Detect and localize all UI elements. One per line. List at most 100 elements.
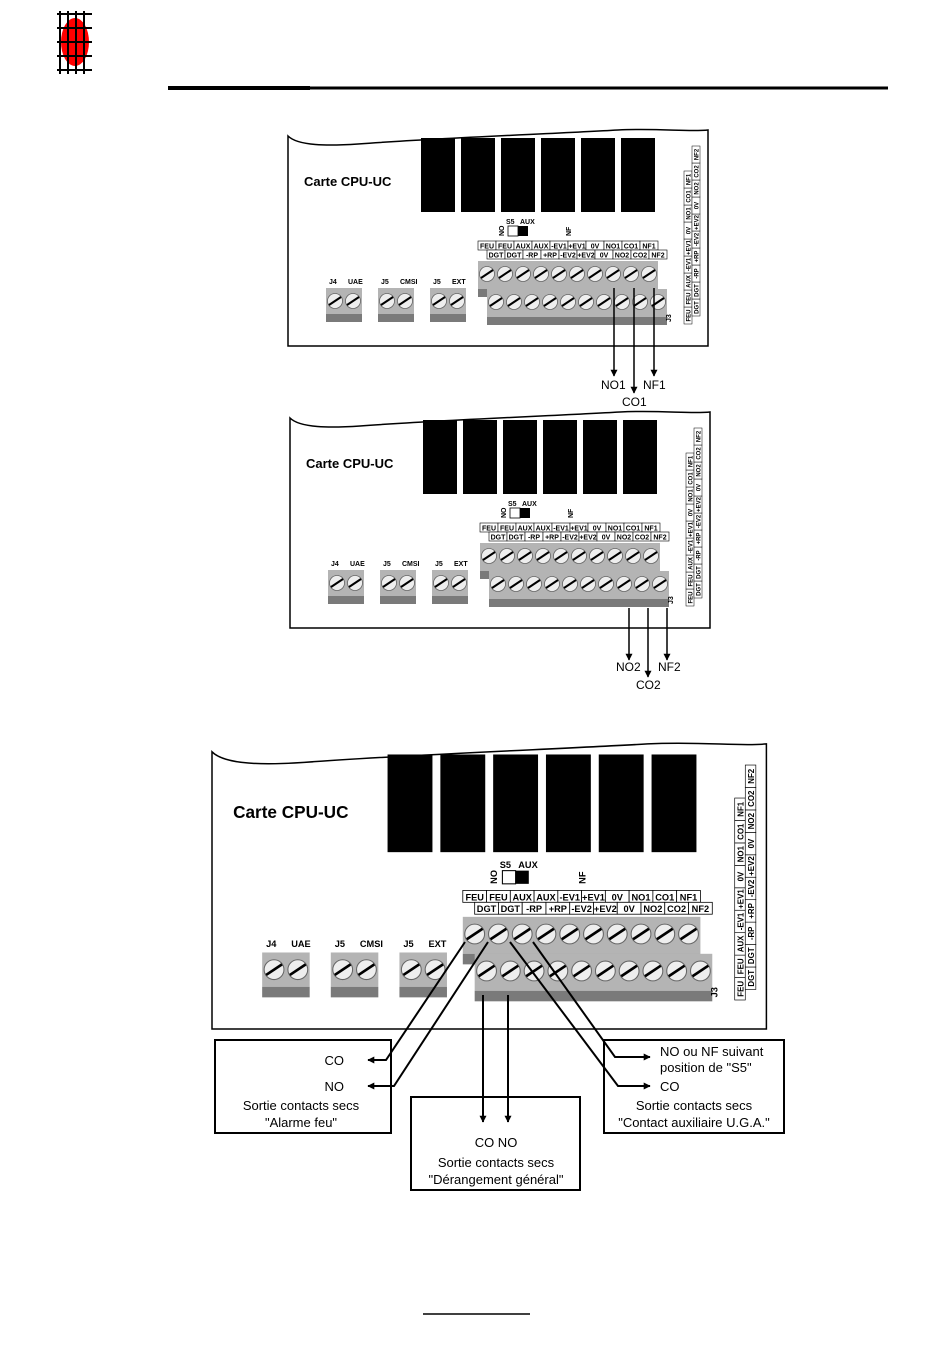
terminal-screw-slot	[477, 964, 496, 978]
relay-block	[493, 754, 539, 853]
terminal-screw-slot	[289, 963, 307, 977]
terminal-screw-slot	[572, 964, 591, 978]
switch-aux-label: AUX	[522, 501, 537, 508]
side-label-text: FEU	[736, 958, 745, 974]
terminal-label-bottom-text: +EV2	[579, 535, 596, 542]
side-label-text: +RP	[697, 533, 703, 545]
side-label-text: -RP	[695, 268, 701, 278]
side-label-text: CO2	[697, 447, 703, 460]
terminal-screw-slot	[513, 927, 531, 941]
switch-s5-label: S5	[508, 501, 517, 508]
small-connector-label: EXT	[452, 279, 466, 286]
side-label-text: +RP	[695, 251, 701, 263]
small-connector-label: CMSI	[400, 279, 418, 286]
side-label-text: +EV1	[689, 521, 695, 537]
side-label-text: 0V	[687, 227, 693, 234]
terminal-label-top-text: 0V	[591, 244, 600, 251]
side-label-text: +EV1	[736, 889, 745, 909]
side-label-text: NO2	[695, 182, 701, 195]
switch-s5-on	[515, 870, 529, 884]
terminal-screw-slot	[265, 963, 283, 977]
terminal-label-bottom-text: NF2	[692, 904, 709, 914]
terminal-label-top-text: NO1	[608, 526, 623, 533]
terminal-screw-slot	[632, 927, 650, 941]
terminal-label-top-text: CO1	[624, 244, 639, 251]
connector-j3-label: J3	[666, 314, 673, 322]
terminal-label-top-text: AUX	[516, 244, 531, 251]
terminal-row-lower-base	[489, 599, 669, 607]
small-connector-base	[262, 986, 310, 998]
terminal-label-bottom-text: CO2	[635, 535, 650, 542]
aux-no-nf-label: NO ou NF suivant	[660, 1044, 764, 1059]
terminal-label-top-text: CO1	[626, 526, 641, 533]
small-connector-base	[432, 596, 468, 604]
aux-position-label: position de "S5"	[660, 1060, 752, 1075]
terminal-screw-slot	[489, 297, 503, 307]
terminal-screw-slot	[561, 297, 575, 307]
side-label-text: FEU	[689, 575, 695, 587]
terminal-screw-slot	[620, 964, 638, 978]
terminal-screw-slot	[642, 269, 656, 279]
side-label-text: NF2	[697, 430, 703, 442]
relay-block	[423, 420, 457, 494]
terminal-label-bottom-text: 0V	[600, 253, 609, 260]
side-label-text: -EV2	[695, 232, 701, 246]
terminal-screw-slot	[596, 964, 615, 978]
terminal-label-bottom-text: DGT	[509, 535, 525, 542]
side-label-text: NO2	[747, 812, 756, 829]
side-label-text: FEU	[687, 293, 693, 305]
side-label-text: NF1	[687, 173, 693, 185]
side-label-text: NF1	[736, 801, 745, 817]
aux-caption-2: "Contact auxiliaire U.G.A."	[618, 1115, 770, 1130]
connector-j3-label: J3	[710, 987, 720, 997]
terminal-screw-slot	[489, 927, 508, 941]
switch-s5-off	[501, 870, 517, 885]
diagram2-output-wires	[625, 608, 671, 678]
terminal-screw-slot	[509, 579, 523, 589]
terminal-label-bottom-text: DGT	[491, 535, 507, 542]
terminal-label-top-text: CO1	[655, 892, 674, 902]
terminal-label-bottom	[650, 531, 670, 542]
terminal-label-top-text: FEU	[498, 244, 512, 251]
output-label-no2: NO2	[616, 660, 641, 674]
switch-s5-on	[518, 226, 528, 236]
terminal-screw-slot	[426, 963, 444, 977]
terminal-screw-slot	[498, 269, 512, 279]
side-label-text: -EV2	[697, 514, 703, 528]
small-connector-id: J5	[381, 279, 389, 286]
switch-nf-label: NF	[568, 508, 575, 518]
terminal-label-top-text: NF1	[680, 892, 697, 902]
terminal-screw-slot	[534, 269, 548, 279]
small-connector-label: CMSI	[360, 939, 383, 949]
terminal-label-bottom-text: +RP	[543, 253, 557, 260]
relay-block	[651, 754, 697, 853]
relay-block	[545, 754, 591, 853]
terminal-screw-slot	[570, 269, 584, 279]
terminal-screw-slot	[400, 578, 414, 588]
side-label-text: FEU	[687, 310, 693, 322]
side-label-text: NF2	[747, 768, 756, 784]
side-label-text: AUX	[689, 557, 695, 570]
terminal-label-top-text: FEU	[500, 526, 514, 533]
terminal-label-bottom	[688, 901, 713, 915]
terminal-screw-slot	[691, 964, 710, 978]
terminal-screw-slot	[525, 964, 543, 978]
terminal-screw-slot	[561, 927, 579, 941]
terminal-label-top-text: NF1	[642, 244, 655, 251]
terminal-label-top-text: NO1	[632, 892, 651, 902]
small-connector-base	[326, 314, 362, 322]
terminal-screw-slot	[357, 963, 376, 977]
side-label-text: -EV1	[689, 539, 695, 553]
terminal-screw-slot	[348, 578, 362, 588]
terminal-screw-slot	[480, 269, 494, 279]
side-label-text: 0V	[697, 484, 703, 491]
side-label-text: NO2	[697, 464, 703, 477]
terminal-screw-slot	[330, 578, 344, 588]
terminal-label-bottom-text: 0V	[602, 535, 611, 542]
terminal-screw-slot	[334, 963, 352, 977]
relay-block	[581, 138, 615, 212]
terminal-screw-slot	[525, 297, 539, 307]
terminal-label-bottom-text: 0V	[623, 904, 635, 914]
terminal-screw-slot	[606, 269, 620, 279]
